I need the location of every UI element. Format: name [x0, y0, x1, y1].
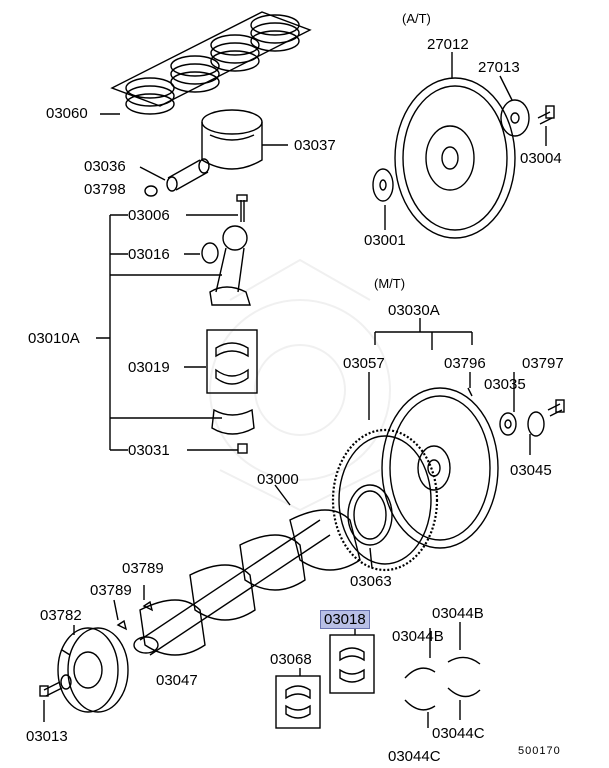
- dowel-pin: [467, 387, 473, 397]
- label-03000: 03000: [257, 471, 299, 488]
- adapter-plate: [500, 99, 530, 137]
- label-at: (A/T): [402, 11, 431, 26]
- label-03047: 03047: [156, 672, 198, 689]
- flywheel-plate: [527, 411, 545, 455]
- label-03018-highlighted[interactable]: 03018: [320, 610, 370, 629]
- rear-oil-seal: [347, 484, 393, 569]
- label-03001: 03001: [364, 232, 406, 249]
- woodruff-key: [142, 600, 154, 612]
- label-03016: 03016: [128, 246, 170, 263]
- label-27012: 27012: [427, 36, 469, 53]
- label-03782: 03782: [40, 607, 82, 624]
- crank-pulley: [57, 625, 129, 713]
- main-bearing-lower: [275, 668, 321, 729]
- snap-ring: [144, 185, 158, 197]
- watermark-logo: [209, 258, 391, 512]
- pulley-bolt: [39, 681, 63, 722]
- cap-nut: [237, 443, 248, 454]
- con-rod-cap: [211, 408, 255, 435]
- con-rod-bearing: [206, 329, 258, 394]
- label-03004: 03004: [520, 150, 562, 167]
- label-mt: (M/T): [374, 276, 406, 291]
- label-03044C-top: 03044C: [432, 725, 485, 742]
- label-03060: 03060: [46, 105, 88, 122]
- drive-plate: [394, 52, 516, 239]
- label-03063: 03063: [350, 573, 392, 590]
- pilot-bearing: [499, 412, 517, 436]
- label-03031: 03031: [128, 442, 170, 459]
- bushing: [201, 242, 219, 264]
- con-rod-bracket: [96, 214, 238, 451]
- label-03797: 03797: [522, 355, 564, 372]
- washer: [60, 674, 72, 690]
- label-03036: 03036: [84, 158, 126, 175]
- piston: [201, 109, 288, 170]
- label-03030A: 03030A: [388, 302, 440, 319]
- piston-rings: [100, 11, 312, 115]
- label-03006: 03006: [128, 207, 170, 224]
- thrust-washers: [404, 622, 481, 728]
- label-03044B-bottom: 03044B: [392, 628, 444, 645]
- crankshaft: [133, 484, 361, 656]
- connecting-rod: [209, 225, 251, 306]
- label-03013: 03013: [26, 728, 68, 745]
- label-03789-top: 03789: [122, 560, 164, 577]
- label-03068: 03068: [270, 651, 312, 668]
- spacer-plate: [372, 168, 394, 230]
- label-03019: 03019: [128, 359, 170, 376]
- main-bearing-upper: [329, 628, 375, 694]
- label-03798: 03798: [84, 181, 126, 198]
- con-rod-bolt: [236, 194, 248, 222]
- diagram-id: 500170: [518, 745, 561, 757]
- flywheel: [381, 387, 499, 549]
- label-03010A: 03010A: [28, 330, 80, 347]
- piston-pin: [139, 158, 210, 192]
- label-03044C-bottom: 03044C: [388, 748, 441, 765]
- flywheel-bolt: [547, 399, 565, 417]
- label-03045: 03045: [510, 462, 552, 479]
- woodruff-key: [116, 619, 128, 631]
- ring-gear: [331, 428, 439, 572]
- flywheel-bracket: [368, 318, 515, 420]
- label-03035: 03035: [484, 376, 526, 393]
- label-03037: 03037: [294, 137, 336, 154]
- label-03796: 03796: [444, 355, 486, 372]
- label-27013: 27013: [478, 59, 520, 76]
- label-03789-bottom: 03789: [90, 582, 132, 599]
- drive-plate-bolt: [537, 105, 555, 146]
- label-03057: 03057: [343, 355, 385, 372]
- label-03044B-top: 03044B: [432, 605, 484, 622]
